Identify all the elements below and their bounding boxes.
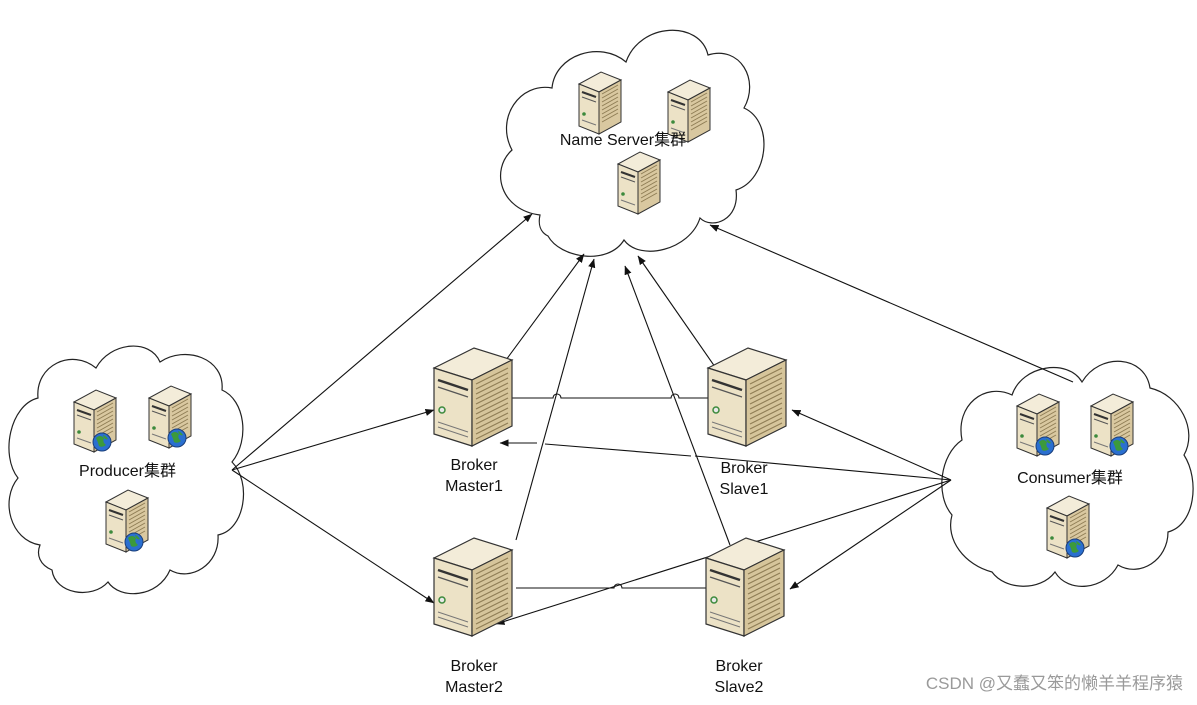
nameserver-1-server-icon	[578, 71, 622, 135]
consumer-1-server-icon	[1017, 394, 1059, 456]
broker-master1-line2: Master1	[445, 478, 503, 495]
producer-2-server-icon	[149, 386, 191, 448]
broker-slave2-server-icon	[704, 536, 786, 638]
arrow-master1-to-slave1	[480, 393, 721, 402]
arrow-consumer-to-nameserver	[709, 224, 1074, 383]
arrow-consumer-to-slave1	[791, 409, 952, 481]
watermark: CSDN @又蠢又笨的懒羊羊程序猿	[925, 674, 1183, 693]
broker-master2-label: Broker Master2	[432, 656, 516, 698]
consumer-3-server-icon	[1047, 496, 1089, 558]
broker-master2-line2: Master2	[445, 679, 503, 696]
producer-cluster-label: Producer集群	[79, 463, 176, 480]
arrow-producer-to-nameserver	[231, 213, 533, 471]
arrow-slave2-to-nameserver	[624, 265, 731, 546]
nameserver-3-server-icon	[617, 151, 661, 215]
broker-slave2-line2: Slave2	[714, 679, 764, 696]
producer-1-server-icon	[74, 390, 116, 452]
connection-arrows	[231, 213, 1074, 625]
arrow-producer-to-master1	[231, 408, 435, 471]
broker-master1-line1: Broker	[450, 457, 498, 474]
consumer-cluster-label: Consumer集群	[1017, 470, 1123, 487]
arrow-consumer-to-slave2	[789, 479, 952, 590]
arrow-consumer-to-master1	[500, 443, 952, 481]
producer-3-server-icon	[106, 490, 148, 552]
broker-slave1-server-icon	[706, 346, 788, 448]
broker-master1-server-icon	[432, 346, 514, 448]
broker-slave2-line1: Broker	[715, 658, 763, 675]
broker-slave1-label: Broker Slave1	[702, 458, 786, 500]
broker-master1-label: Broker Master1	[432, 455, 516, 497]
arrow-master2-to-nameserver	[515, 258, 596, 541]
broker-slave2-label: Broker Slave2	[697, 656, 781, 698]
broker-master2-line1: Broker	[450, 658, 498, 675]
broker-slave1-line2: Slave1	[719, 481, 769, 498]
arrow-master2-to-slave2	[516, 583, 743, 592]
nameserver-cluster-label: Name Server集群	[559, 132, 687, 149]
broker-master2-server-icon	[432, 536, 514, 638]
arrow-producer-to-master2	[231, 469, 435, 604]
broker-slave1-line1: Broker	[720, 460, 768, 477]
consumer-2-server-icon	[1091, 394, 1133, 456]
